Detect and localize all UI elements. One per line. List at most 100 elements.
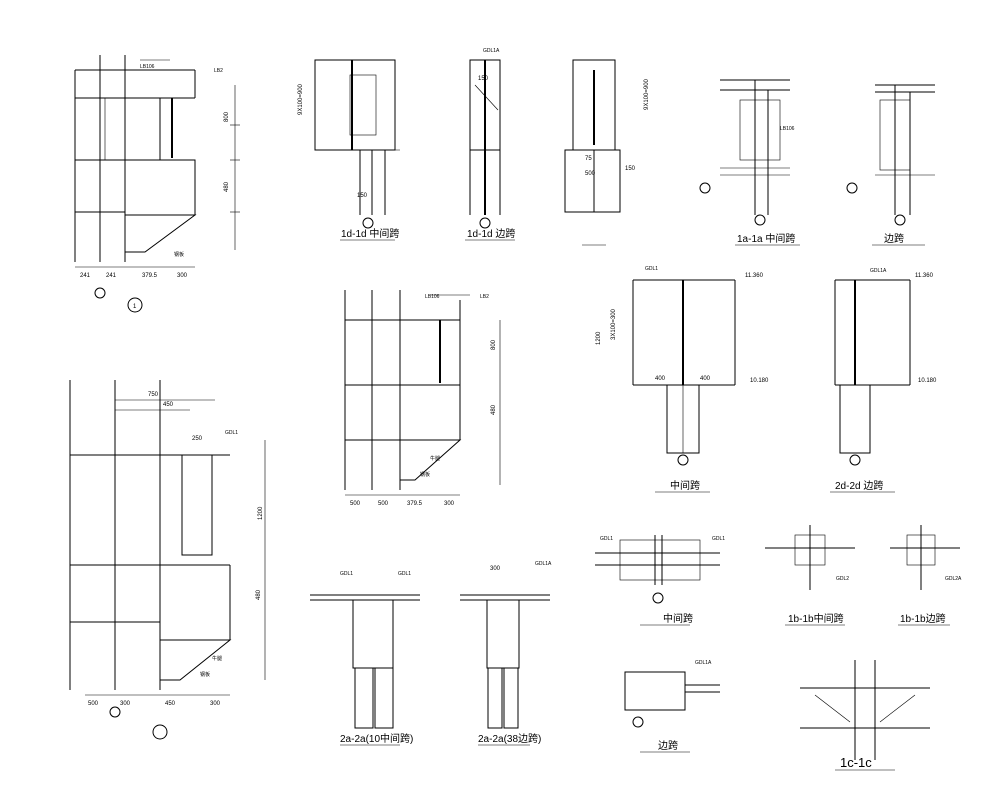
tag-gdl1-1b-b: GDL1 (712, 536, 725, 542)
detail-marker-b (109, 706, 121, 718)
section-2d-side: GDL1A 11.360 10.180 2d-2d 边跨 (830, 268, 937, 493)
tag-lb2: LB2 (214, 68, 223, 74)
detail-marker-2 (152, 724, 168, 740)
tag-gdl1-big: GDL1 (225, 430, 238, 436)
dim-379-mid: 379.5 (407, 501, 423, 507)
dim-379: 379.5 (142, 273, 158, 279)
section-marker-2d-mid (677, 454, 689, 466)
tag-gangban-mid: 钢板 (420, 471, 430, 478)
caption-2a-mid: 2a-2a(10中间跨) (340, 732, 413, 745)
caption-2a-side: 2a-2a(38边跨) (478, 733, 541, 745)
tag-gdl1-2a: GDL1 (340, 571, 353, 577)
section-1c: 1c-1c (800, 660, 930, 771)
caption-1d-mid: 1d-1d 中间跨 (341, 227, 399, 240)
section-1b-mid: GDL2 1b-1b中间跨 (765, 525, 855, 626)
plan-1b-mid: GDL1 GDL1 中间跨 (595, 535, 725, 626)
tag-gdl1-2a-b: GDL1 (398, 571, 411, 577)
dim-300-mid: 300 (444, 501, 455, 507)
dim-800: 800 (224, 111, 230, 122)
elev-bottom-2d-mid: 10.180 (750, 378, 769, 384)
section-1d-mid: 9X100=900 150 1d-1d 中间跨 (298, 59, 400, 241)
dim-900: 9X100=900 (644, 78, 650, 110)
detail-label-1: 1 (133, 304, 137, 310)
dim-500-mid-b: 500 (378, 501, 389, 507)
dim-241-a: 241 (80, 273, 91, 279)
section-1b-side: GDL2A 1b-1b边跨 (890, 525, 962, 626)
section-marker-1a-side-left (846, 182, 858, 194)
caption-1d-side: 1d-1d 边跨 (467, 228, 515, 240)
dim-500-big: 500 (88, 701, 99, 707)
dim-500: 500 (585, 171, 596, 177)
section-2d-mid: GDL1 11.360 10.180 1200 3X100=300 400 40… (596, 266, 769, 493)
dim-150: 150 (357, 193, 368, 199)
caption-2d-mid: 中间跨 (670, 479, 700, 492)
section-marker-1a-mid-side (699, 182, 711, 194)
caption-1c: 1c-1c (840, 755, 872, 770)
elev-top-2d-mid: 11.360 (745, 273, 764, 279)
dim-300-2a: 300 (490, 566, 501, 572)
tag-gangban: 钢板 (174, 251, 184, 258)
section-marker-side-plan (632, 716, 644, 728)
dim-500-mid-a: 500 (350, 501, 361, 507)
tag-lb106-mid: LB106 (425, 294, 440, 300)
dim-1200: 1200 (596, 331, 602, 345)
section-1a-side: 边跨 (846, 84, 935, 246)
dim-450-top: 450 (163, 402, 174, 408)
middle-elevation: 500 500 379.5 300 800 480 LB106 LB2 牛腿 钢… (344, 290, 501, 507)
tag-gangban-big: 钢板 (200, 671, 210, 678)
caption-side-plan: 边跨 (658, 740, 678, 752)
dim-9x100: 9X100=900 (298, 83, 304, 115)
tag-lb106: LB106 (140, 64, 155, 70)
column-elevation: 75 500 150 9X100=900 (564, 59, 650, 246)
section-marker-1b-plan (652, 592, 664, 604)
dim-75: 75 (585, 156, 592, 162)
dim-450-big: 450 (165, 701, 176, 707)
plan-side: GDL1A 边跨 (624, 660, 720, 753)
caption-1b-side: 1b-1b边跨 (900, 613, 946, 625)
tag-niutui-big: 牛腿 (212, 655, 222, 662)
section-marker-1d-mid (362, 217, 374, 229)
section-marker-1a-mid (754, 214, 766, 226)
section-2a-side: 300 GDL1A 2a-2a(38边跨) (460, 561, 552, 746)
tag-gdl1-2d: GDL1 (645, 266, 658, 272)
tag-lb106-1a: LB106 (780, 126, 795, 132)
tag-gdl1-1b: GDL1 (600, 536, 613, 542)
dim-3x100: 3X100=300 (611, 308, 617, 340)
dim-150-c: 150 (625, 166, 636, 172)
dim-480-mid: 480 (491, 404, 497, 415)
dim-400-2d-a: 400 (655, 376, 666, 382)
section-marker-1a-side (894, 214, 906, 226)
dim-480-big: 480 (256, 589, 262, 600)
elev-top-2d-side: 11.360 (915, 273, 934, 279)
dim-750: 750 (148, 392, 159, 398)
section-2a-mid: GDL1 GDL1 2a-2a(10中间跨) (310, 571, 420, 746)
tag-gdl2-1b: GDL2 (836, 576, 849, 582)
dim-241-b: 241 (106, 273, 117, 279)
tag-gdl1a-1d: GDL1A (483, 48, 500, 54)
caption-1a-mid: 1a-1a 中间跨 (737, 232, 795, 245)
tag-gdl1a-plan: GDL1A (695, 660, 712, 666)
tag-gdl1a-2d: GDL1A (870, 268, 887, 274)
section-marker-1d-side (479, 217, 491, 229)
section-1d-side: GDL1A 150 1d-1d 边跨 (465, 48, 515, 241)
elev-bottom-2d-side: 10.180 (918, 378, 937, 384)
tag-gdl1a-2a: GDL1A (535, 561, 552, 567)
detail-1-elevation: 241 241 379.5 300 800 480 LB106 LB2 钢板 1 (74, 55, 240, 313)
caption-1a-side: 边跨 (884, 233, 904, 245)
caption-2d-side: 2d-2d 边跨 (835, 480, 883, 492)
tag-lb2-mid: LB2 (480, 294, 489, 300)
dim-300: 300 (177, 273, 188, 279)
dim-300-big-b: 300 (210, 701, 221, 707)
dim-480: 480 (224, 181, 230, 192)
caption-1b-mid: 1b-1b中间跨 (788, 612, 844, 625)
dim-800-mid: 800 (491, 339, 497, 350)
section-1a-mid: LB106 1a-1a 中间跨 (699, 79, 800, 246)
large-left-elevation: 750 450 250 500 300 450 300 480 1200 GDL… (69, 380, 266, 740)
dim-250: 250 (192, 436, 203, 442)
detail-marker-1 (127, 297, 143, 313)
dim-400-2d-b: 400 (700, 376, 711, 382)
tag-gdl2a-1b: GDL2A (945, 576, 962, 582)
caption-1b-plan-mid: 中间跨 (663, 612, 693, 625)
tag-niutui-mid: 牛腿 (430, 455, 440, 462)
